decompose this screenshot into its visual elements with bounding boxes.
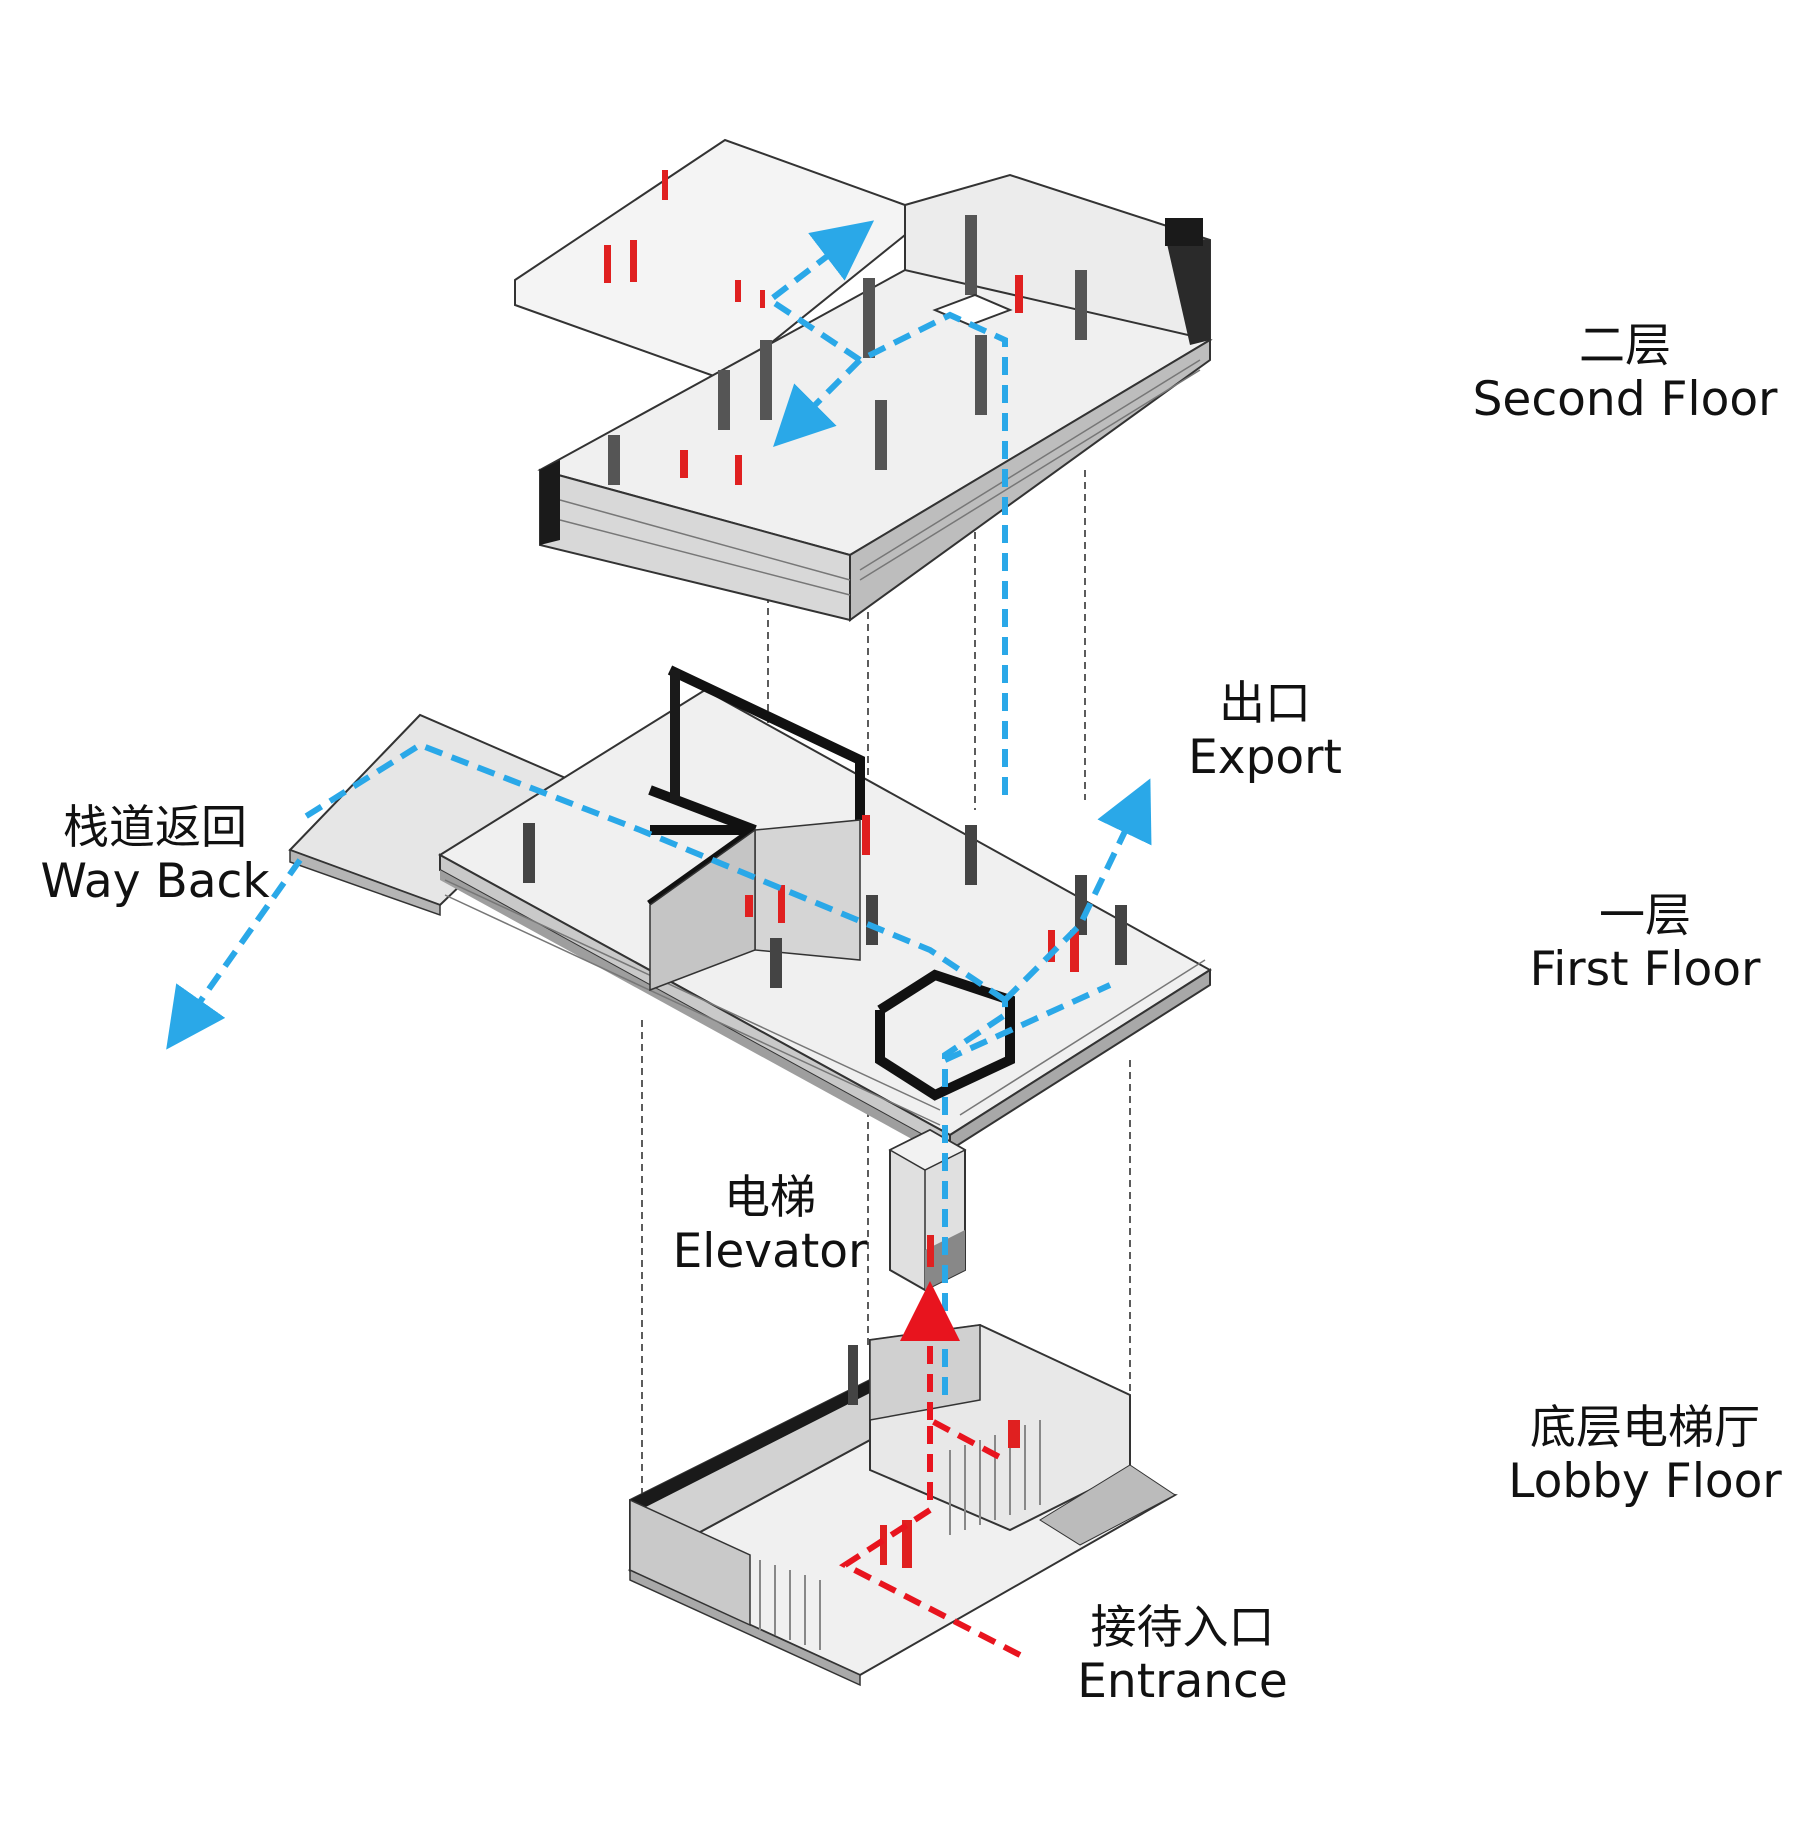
label-first-floor: 一层 First Floor (1515, 888, 1775, 998)
first-floor-figures (745, 815, 1079, 972)
label-elevator-cn: 电梯 (724, 1170, 816, 1224)
label-way-back-cn: 栈道返回 (63, 800, 247, 854)
label-export-cn: 出口 (1219, 676, 1311, 730)
label-entrance: 接待入口 Entrance (1075, 1600, 1290, 1710)
label-second-floor-en: Second Floor (1472, 372, 1778, 428)
second-floor-model (514, 138, 1213, 622)
label-lobby-floor-cn: 底层电梯厅 (1530, 1400, 1760, 1454)
label-entrance-cn: 接待入口 (1090, 1600, 1275, 1654)
first-floor-model (288, 665, 1212, 1160)
label-first-floor-cn: 一层 (1599, 888, 1691, 942)
label-export: 出口 Export (1165, 676, 1365, 786)
lobby-figures (880, 1420, 1020, 1568)
red-circulation-path (839, 1281, 1022, 1658)
label-entrance-en: Entrance (1077, 1654, 1288, 1710)
label-second-floor: 二层 Second Floor (1470, 318, 1780, 428)
label-second-floor-cn: 二层 (1579, 318, 1671, 372)
lobby-floor-model (627, 1323, 1178, 1687)
label-elevator: 电梯 Elevator (670, 1170, 870, 1280)
label-first-floor-en: First Floor (1529, 942, 1761, 998)
label-lobby-floor: 底层电梯厅 Lobby Floor (1500, 1400, 1790, 1510)
label-way-back: 栈道返回 Way Back (40, 800, 270, 910)
second-floor-figures (604, 170, 1023, 485)
elevator-model (888, 1128, 967, 1292)
label-export-en: Export (1188, 730, 1342, 786)
label-lobby-floor-en: Lobby Floor (1508, 1454, 1782, 1510)
label-way-back-en: Way Back (40, 854, 270, 910)
label-elevator-en: Elevator (672, 1224, 868, 1280)
blue-circulation-path (166, 220, 1152, 1395)
